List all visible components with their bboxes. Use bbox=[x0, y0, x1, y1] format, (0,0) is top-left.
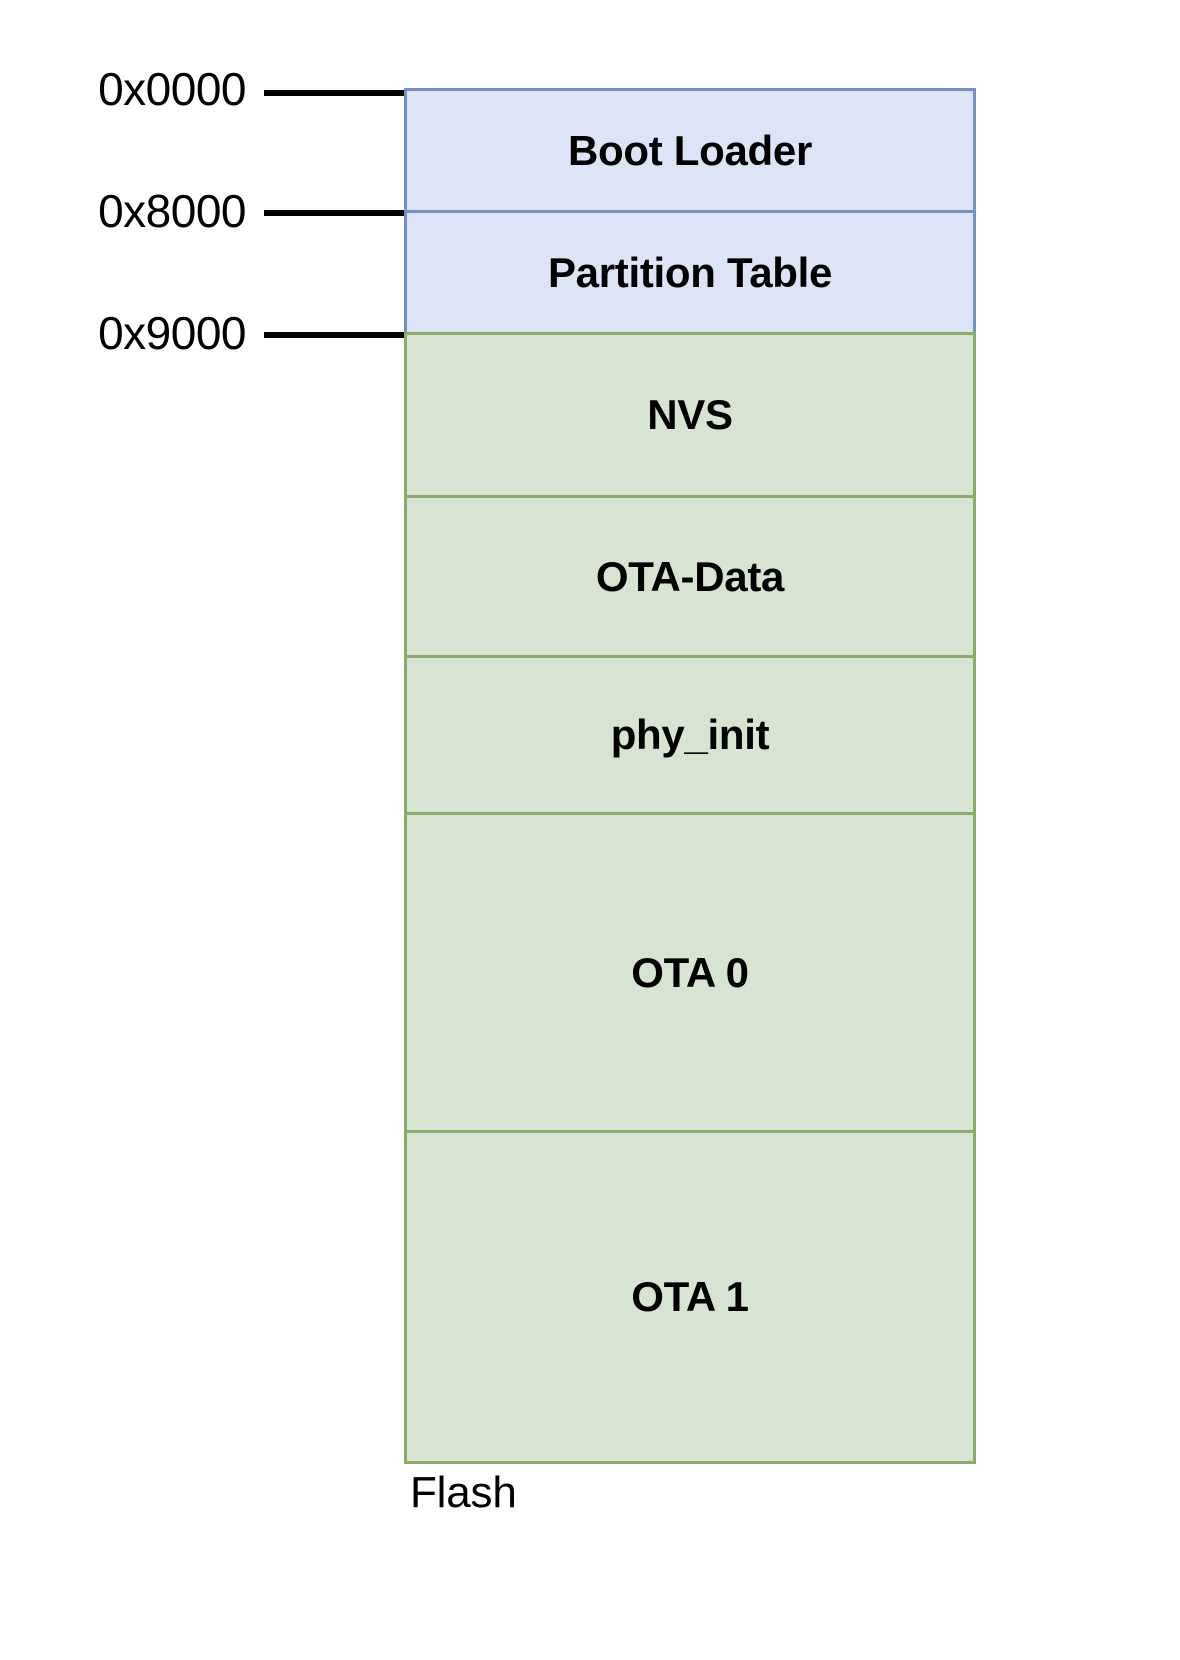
memory-block-ota-0[interactable]: OTA 0 bbox=[404, 812, 976, 1133]
memory-block-label: Partition Table bbox=[547, 248, 833, 296]
address-label-0x0000: 0x0000 bbox=[98, 63, 246, 115]
memory-block-label: OTA 0 bbox=[631, 948, 749, 996]
leader-line-0x0000 bbox=[264, 90, 430, 96]
memory-block-boot-loader[interactable]: Boot Loader bbox=[404, 88, 976, 213]
memory-block-label: OTA-Data bbox=[595, 552, 785, 600]
memory-map-stack: Boot Loader Partition Table NVS OTA-Data… bbox=[404, 88, 976, 1464]
memory-block-nvs[interactable]: NVS bbox=[404, 332, 976, 498]
memory-block-label: OTA 1 bbox=[631, 1273, 749, 1320]
address-label-0x8000: 0x8000 bbox=[98, 185, 246, 237]
memory-block-label: NVS bbox=[647, 391, 733, 438]
flash-caption: Flash bbox=[410, 1468, 517, 1517]
memory-block-ota-1[interactable]: OTA 1 bbox=[404, 1130, 976, 1464]
leader-line-0x8000 bbox=[264, 210, 430, 216]
memory-block-label: phy_init bbox=[610, 711, 770, 758]
memory-block-ota-data[interactable]: OTA-Data bbox=[404, 495, 976, 658]
address-label-0x9000: 0x9000 bbox=[98, 307, 246, 359]
leader-line-0x9000 bbox=[264, 332, 430, 338]
memory-block-partition-table[interactable]: Partition Table bbox=[404, 210, 976, 335]
memory-block-label: Boot Loader bbox=[567, 126, 813, 174]
memory-block-phy-init[interactable]: phy_init bbox=[404, 655, 976, 815]
